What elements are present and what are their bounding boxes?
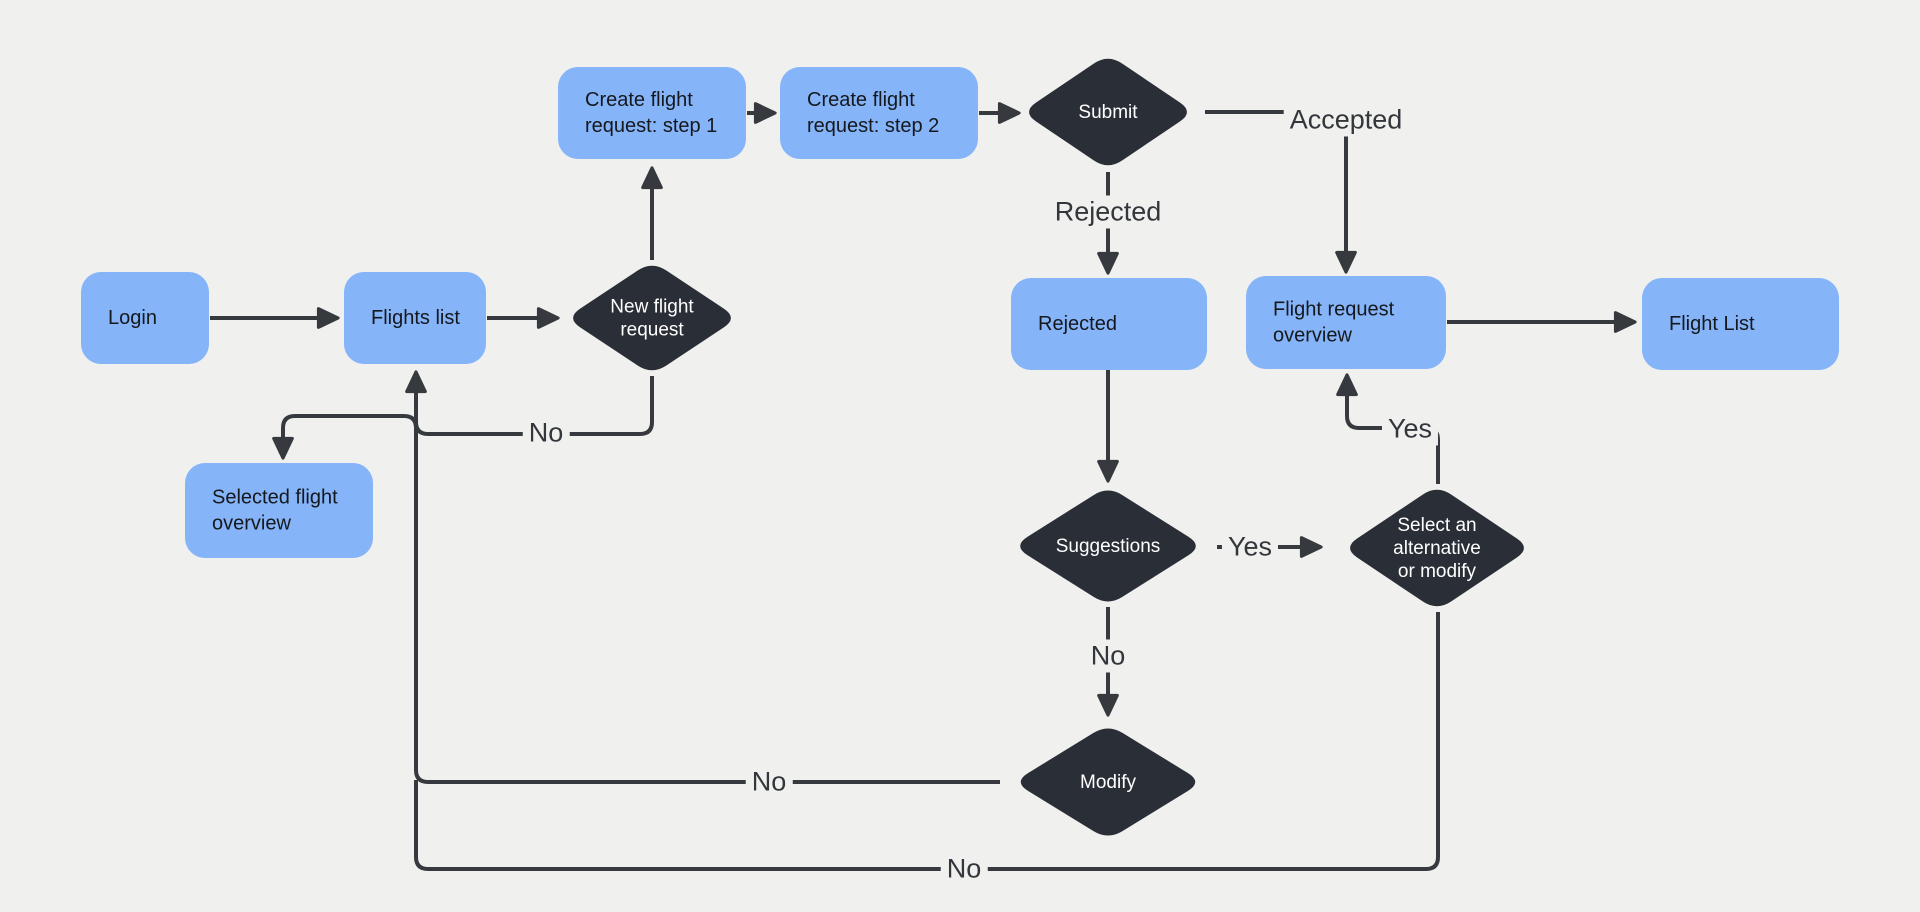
edge-new-flight-request-no-to-flights-list [405,370,654,436]
nodes-layer: Login Flights list Create flight request: s… [81,58,1839,836]
node-login[interactable] [81,272,209,364]
node-label-line: Suggestions [1056,536,1161,557]
node-label-line: Submit [1078,102,1138,123]
node-label-line: Create flight [585,89,693,111]
node-label-line: New flight [610,296,694,317]
node-label-line: alternative [1393,538,1481,559]
node-label-line: overview [212,513,291,535]
edge-select-alternative-to-flight-request-overview [1336,373,1440,484]
node-label-submit: Submit [1078,102,1138,123]
node-label-line: overview [1273,325,1352,347]
node-flight-request-overview[interactable] [1246,276,1446,369]
node-label-line: Modify [1080,772,1136,793]
node-label-flight-list: Flight List [1669,313,1755,335]
node-label-line: Rejected [1038,313,1117,335]
node-label-line: Flights list [371,307,460,329]
node-label-line: Select an [1397,515,1476,536]
node-label-flights-list: Flights list [371,307,460,329]
node-label-line: Flight request [1273,299,1395,321]
edge-modify-no-to-flights-list [414,436,1000,784]
node-rejected[interactable] [1011,278,1207,370]
node-select-alternative[interactable] [1350,489,1524,607]
node-label-modify: Modify [1080,772,1136,793]
edge-submit-to-flight-request-overview [1205,110,1357,274]
node-label-selected-flight-overview: Selected flight overview [212,487,338,535]
node-flights-list[interactable] [344,272,486,364]
node-flight-list[interactable] [1642,278,1839,370]
node-label-rejected: Rejected [1038,313,1117,335]
node-label-create-step-1: Create flight request: step 1 [585,89,717,137]
node-label-line: Create flight [807,89,915,111]
node-label-line: or modify [1398,561,1477,582]
node-label-suggestions: Suggestions [1056,536,1161,557]
node-label-line: request: step 1 [585,115,717,137]
node-new-flight-request[interactable] [573,265,731,371]
node-label-create-step-2: Create flight request: step 2 [807,89,939,137]
edge-select-alternative-no-to-flights-list [414,612,1440,871]
node-label-flight-request-overview: Flight request overview [1273,299,1395,347]
node-label-line: Selected flight [212,487,338,509]
node-label-line: request: step 2 [807,115,939,137]
node-label-line: Login [108,307,157,329]
node-suggestions[interactable] [1020,490,1196,602]
edges-layer [210,102,1637,871]
node-label-line: request [620,319,684,340]
edge-flights-list-to-selected-flight-overview [272,414,418,460]
node-label-login: Login [108,307,157,329]
node-create-step-2[interactable] [780,67,978,159]
node-label-line: Flight List [1669,313,1755,335]
node-selected-flight-overview[interactable] [185,463,373,558]
node-create-step-1[interactable] [558,67,746,159]
node-submit[interactable] [1029,58,1187,166]
node-modify[interactable] [1020,728,1196,836]
